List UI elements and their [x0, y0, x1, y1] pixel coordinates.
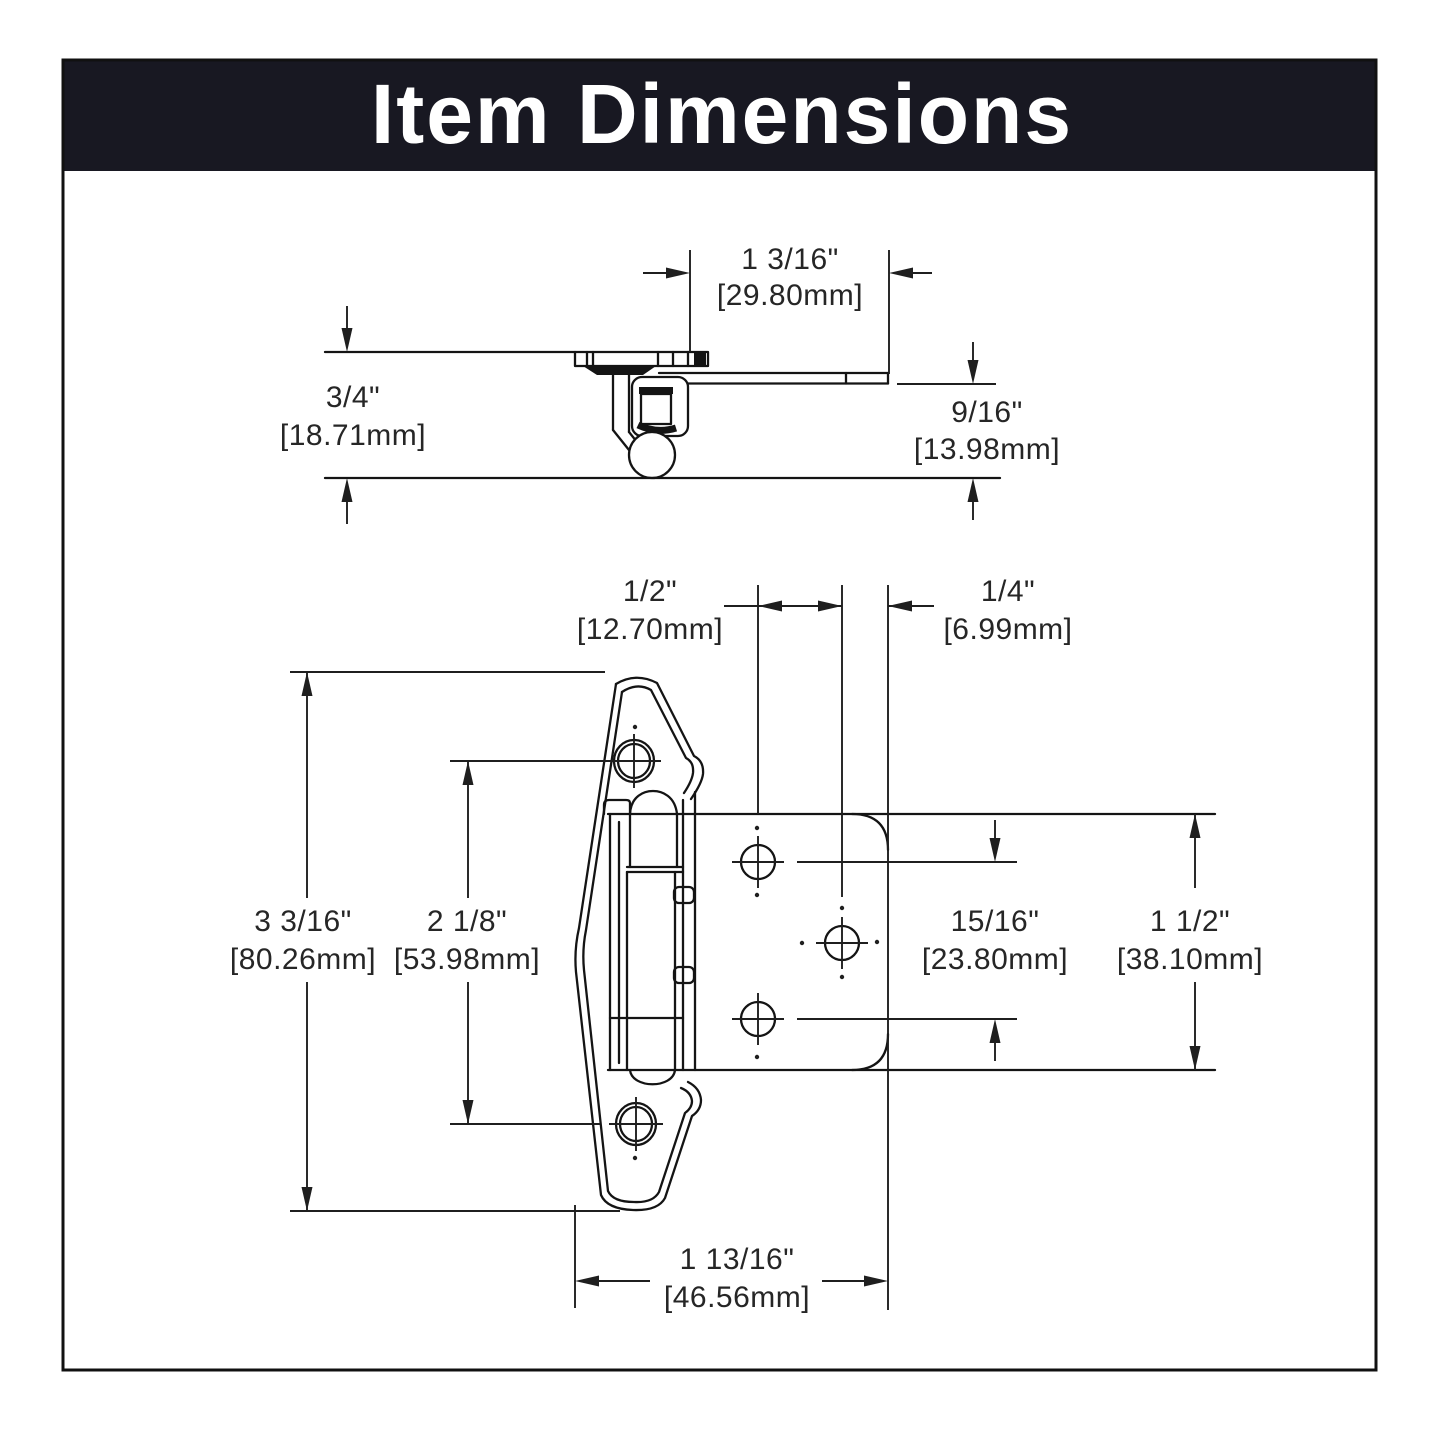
dim-label-wing-height-in: 3 3/16" [254, 905, 352, 938]
dim-label-door-height-in: 1 1/2" [1150, 905, 1230, 938]
dim-label-overall-width-mm: [46.56mm] [664, 1281, 810, 1314]
leaf-hole-top [732, 836, 784, 888]
dim-side-leaf-height: 9/16" [13.98mm] [897, 342, 1060, 520]
leaf-hole-middle [816, 917, 868, 969]
dim-label-door-height-mm: [38.10mm] [1117, 943, 1263, 976]
hinge-barrel-column [602, 789, 697, 1086]
flange-wedge [583, 366, 656, 375]
dim-label-overall-width-in: 1 13/16" [680, 1243, 795, 1276]
dim-label-edge-offset-mm: [6.99mm] [943, 613, 1072, 646]
centerline-dots [632, 724, 880, 1161]
dim-label-side-leaf-in: 9/16" [951, 396, 1023, 429]
hinge-side-profile [323, 350, 1002, 480]
dim-label-hole-offset-mm: [12.70mm] [577, 613, 723, 646]
dim-frame-wing-height: 3 3/16" [80.26mm] [222, 671, 620, 1212]
top-view-drawing: 1/2" [12.70mm] 1/4" [6.99mm] 3 3/16" [80… [222, 575, 1263, 1314]
frame-wing [574, 676, 705, 1212]
pin-tab-upper [672, 885, 696, 905]
dim-label-edge-offset-in: 1/4" [981, 575, 1035, 608]
dim-label-side-height-in: 3/4" [326, 381, 380, 414]
hinge-barrel [627, 430, 677, 480]
plate-end-cap [694, 352, 706, 366]
dim-side-total-height: 3/4" [18.71mm] [280, 306, 426, 524]
leaf-corner-top [850, 812, 890, 852]
dim-side-top-width: 1 3/16" [29.80mm] [643, 243, 932, 374]
page-title: Item Dimensions [371, 67, 1073, 161]
leaf-hole-bottom [732, 993, 784, 1045]
leaf-corner-bottom [850, 1032, 890, 1072]
page-border [61, 58, 1378, 1372]
dim-label-frame-spacing-mm: [53.98mm] [394, 943, 540, 976]
dim-label-hole-offset-in: 1/2" [623, 575, 677, 608]
dim-overall-width: 1 13/16" [46.56mm] [574, 1205, 888, 1314]
dim-label-side-leaf-mm: [13.98mm] [914, 433, 1060, 466]
dim-label-side-width-mm: [29.80mm] [717, 279, 863, 312]
header-bar [63, 60, 1376, 171]
pin-tab-lower [672, 965, 696, 985]
side-view-drawing: 1 3/16" [29.80mm] 3/4" [18.71mm] 9/16" [… [280, 243, 1060, 524]
page-frame: Item Dimensions [61, 58, 1378, 1372]
dim-label-side-height-mm: [18.71mm] [280, 419, 426, 452]
dim-label-frame-spacing-in: 2 1/8" [427, 905, 507, 938]
dim-door-wing-height: 1 1/2" [38.10mm] [1117, 814, 1263, 1070]
dim-label-wing-height-mm: [80.26mm] [230, 943, 376, 976]
dim-label-side-width-in: 1 3/16" [741, 243, 839, 276]
dim-frame-hole-spacing: 2 1/8" [53.98mm] [388, 760, 608, 1125]
dim-label-door-spacing-in: 15/16" [951, 905, 1040, 938]
dim-top-offsets: 1/2" [12.70mm] 1/4" [6.99mm] [577, 575, 1072, 1310]
wing-screw-hole-top [607, 734, 661, 788]
dim-door-hole-spacing: 15/16" [23.80mm] [797, 820, 1068, 1061]
dim-label-door-spacing-mm: [23.80mm] [922, 943, 1068, 976]
wing-screw-hole-bottom [609, 1097, 663, 1151]
